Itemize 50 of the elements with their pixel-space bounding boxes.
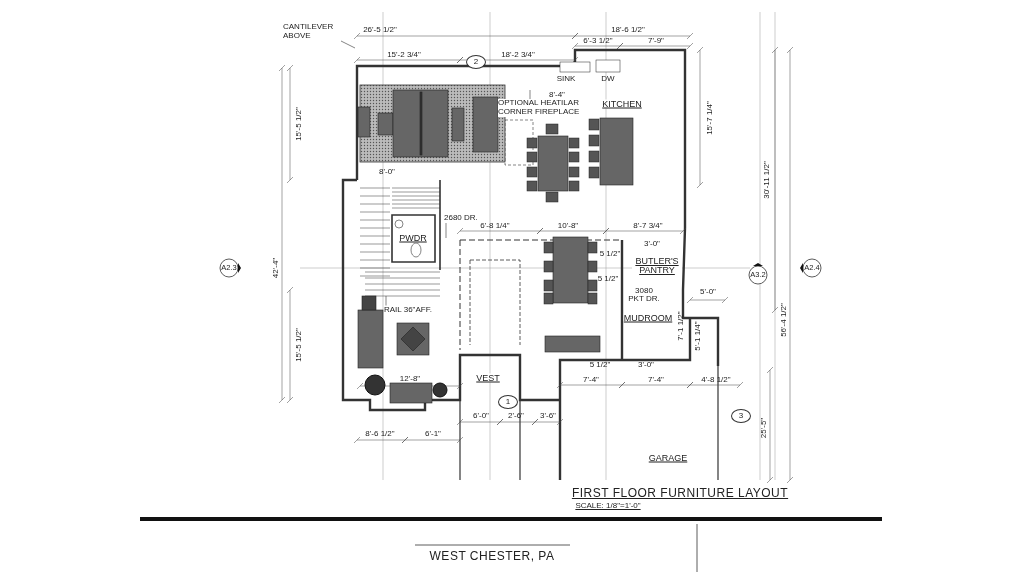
- dimension-text: 18'-6 1/2": [611, 26, 645, 34]
- appliance-label: DW: [601, 75, 615, 83]
- dimension-text: 5 1/2": [597, 275, 619, 283]
- dimension-text: 12'-8": [399, 375, 421, 383]
- dimension-text: 8'-7 3/4": [633, 222, 663, 230]
- door-label: 3080 PKT DR.: [628, 287, 660, 303]
- dimension-text: 6'-0": [473, 412, 489, 420]
- dimension-text: 3'-6": [540, 412, 556, 420]
- dimension-text: 3'-0": [644, 240, 660, 248]
- dimension-text: 6'-3 1/2": [583, 37, 613, 45]
- dimension-text: 42'-4": [272, 257, 280, 279]
- leader-line: [340, 40, 356, 49]
- dimension-text: 8'-6 1/2": [365, 430, 395, 438]
- grid-bubble: 1: [498, 395, 518, 409]
- dimension-text: 7'-4": [648, 376, 664, 384]
- grid-bubble: 3: [731, 409, 751, 423]
- room-label: PWDR: [399, 233, 427, 243]
- dimension-text: 26'-5 1/2": [363, 26, 397, 34]
- leader-line: [529, 89, 531, 100]
- dimension-text: 6'-8 1/4": [480, 222, 510, 230]
- dimension-text: 5 1/2": [599, 250, 621, 258]
- dimension-text: 6'-1": [425, 430, 441, 438]
- location-text: WEST CHESTER, PA: [429, 550, 555, 562]
- dimension-text: 56'-4 1/2": [780, 303, 788, 337]
- dimension-text: 30'-11 1/2": [763, 161, 771, 199]
- dimension-text: 5'-0": [700, 288, 716, 296]
- callout-text: 2680 DR.: [444, 213, 480, 223]
- grid-bubble: 2: [466, 55, 486, 69]
- room-label: MUDROOM: [623, 313, 673, 323]
- dimension-text: 8'-0": [379, 168, 395, 176]
- room-label: GARAGE: [648, 453, 688, 463]
- dimension-text: 15'-5 1/2": [295, 328, 303, 362]
- dimension-text: 7'-1 1/2": [677, 311, 685, 341]
- dimension-text: 5'-1 1/4": [694, 321, 702, 351]
- dimension-text: 10'-8": [557, 222, 579, 230]
- dimension-text: 7'-4": [583, 376, 599, 384]
- leader-line: [385, 295, 387, 306]
- dimension-text: 2'-6": [508, 412, 524, 420]
- dimension-text: 15'-5 1/2": [295, 107, 303, 141]
- dimension-text: 15'-2 3/4": [387, 51, 421, 59]
- dimension-text: 7'-9": [648, 37, 664, 45]
- room-label: BUTLER'S PANTRY: [632, 257, 682, 275]
- leader-line: [445, 222, 447, 239]
- title: FIRST FLOOR FURNITURE LAYOUT: [571, 487, 789, 499]
- dimension-text: 15'-7 1/4": [706, 101, 714, 135]
- dimension-text: 25'-5": [760, 417, 768, 439]
- appliance-label: SINK: [556, 75, 576, 83]
- dimension-text: 3'-0": [638, 361, 654, 369]
- dimension-text: 5 1/2": [589, 361, 611, 369]
- scale-note: SCALE: 1/8"=1'-0": [575, 502, 641, 510]
